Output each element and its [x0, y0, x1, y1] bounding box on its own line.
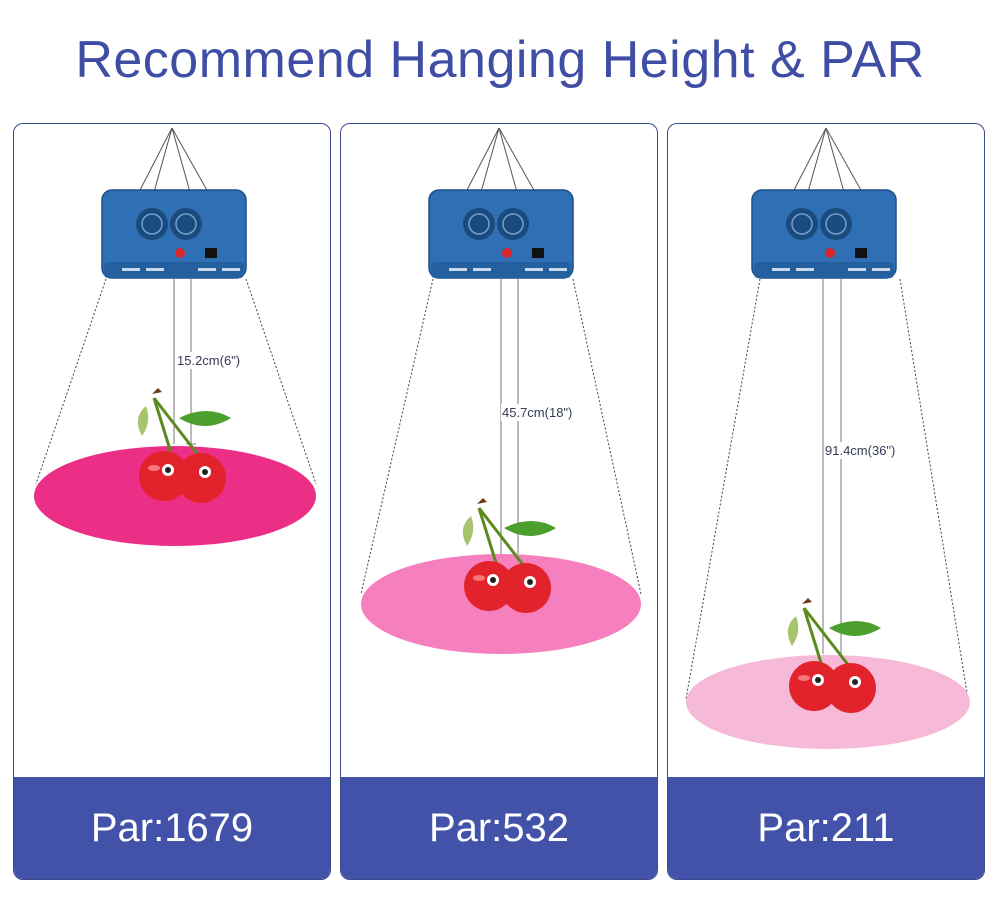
panel-6-inch: 15.2cm(6") Par:1679 — [13, 123, 331, 880]
par-value-bar: Par:1679 — [14, 777, 330, 879]
par-value-bar: Par:532 — [341, 777, 657, 879]
hanging-wires — [138, 127, 209, 193]
panel-3-scene — [685, 127, 970, 749]
lamp-icon — [101, 189, 247, 279]
cherry-icon — [137, 388, 231, 503]
hanging-wires — [792, 127, 863, 193]
height-label: 91.4cm(36") — [824, 442, 897, 459]
light-beam-lines — [35, 278, 317, 485]
panel-1-scene — [34, 127, 317, 546]
light-beam-lines — [685, 278, 969, 700]
height-measure-line — [822, 279, 842, 654]
hanging-wires — [465, 127, 536, 193]
panel-36-inch: 91.4cm(36") Par:211 — [667, 123, 985, 880]
light-beam-lines — [360, 278, 642, 595]
page-title: Recommend Hanging Height & PAR — [75, 31, 925, 89]
lamp-icon — [428, 189, 574, 279]
height-label: 45.7cm(18") — [501, 404, 574, 421]
cherry-icon — [462, 498, 556, 613]
lamp-icon — [751, 189, 897, 279]
panel-18-inch: 45.7cm(18") Par:532 — [340, 123, 658, 880]
panel-2-scene — [360, 127, 642, 654]
cherry-icon — [787, 598, 881, 713]
height-label: 15.2cm(6") — [176, 352, 242, 369]
par-value-bar: Par:211 — [668, 777, 984, 879]
